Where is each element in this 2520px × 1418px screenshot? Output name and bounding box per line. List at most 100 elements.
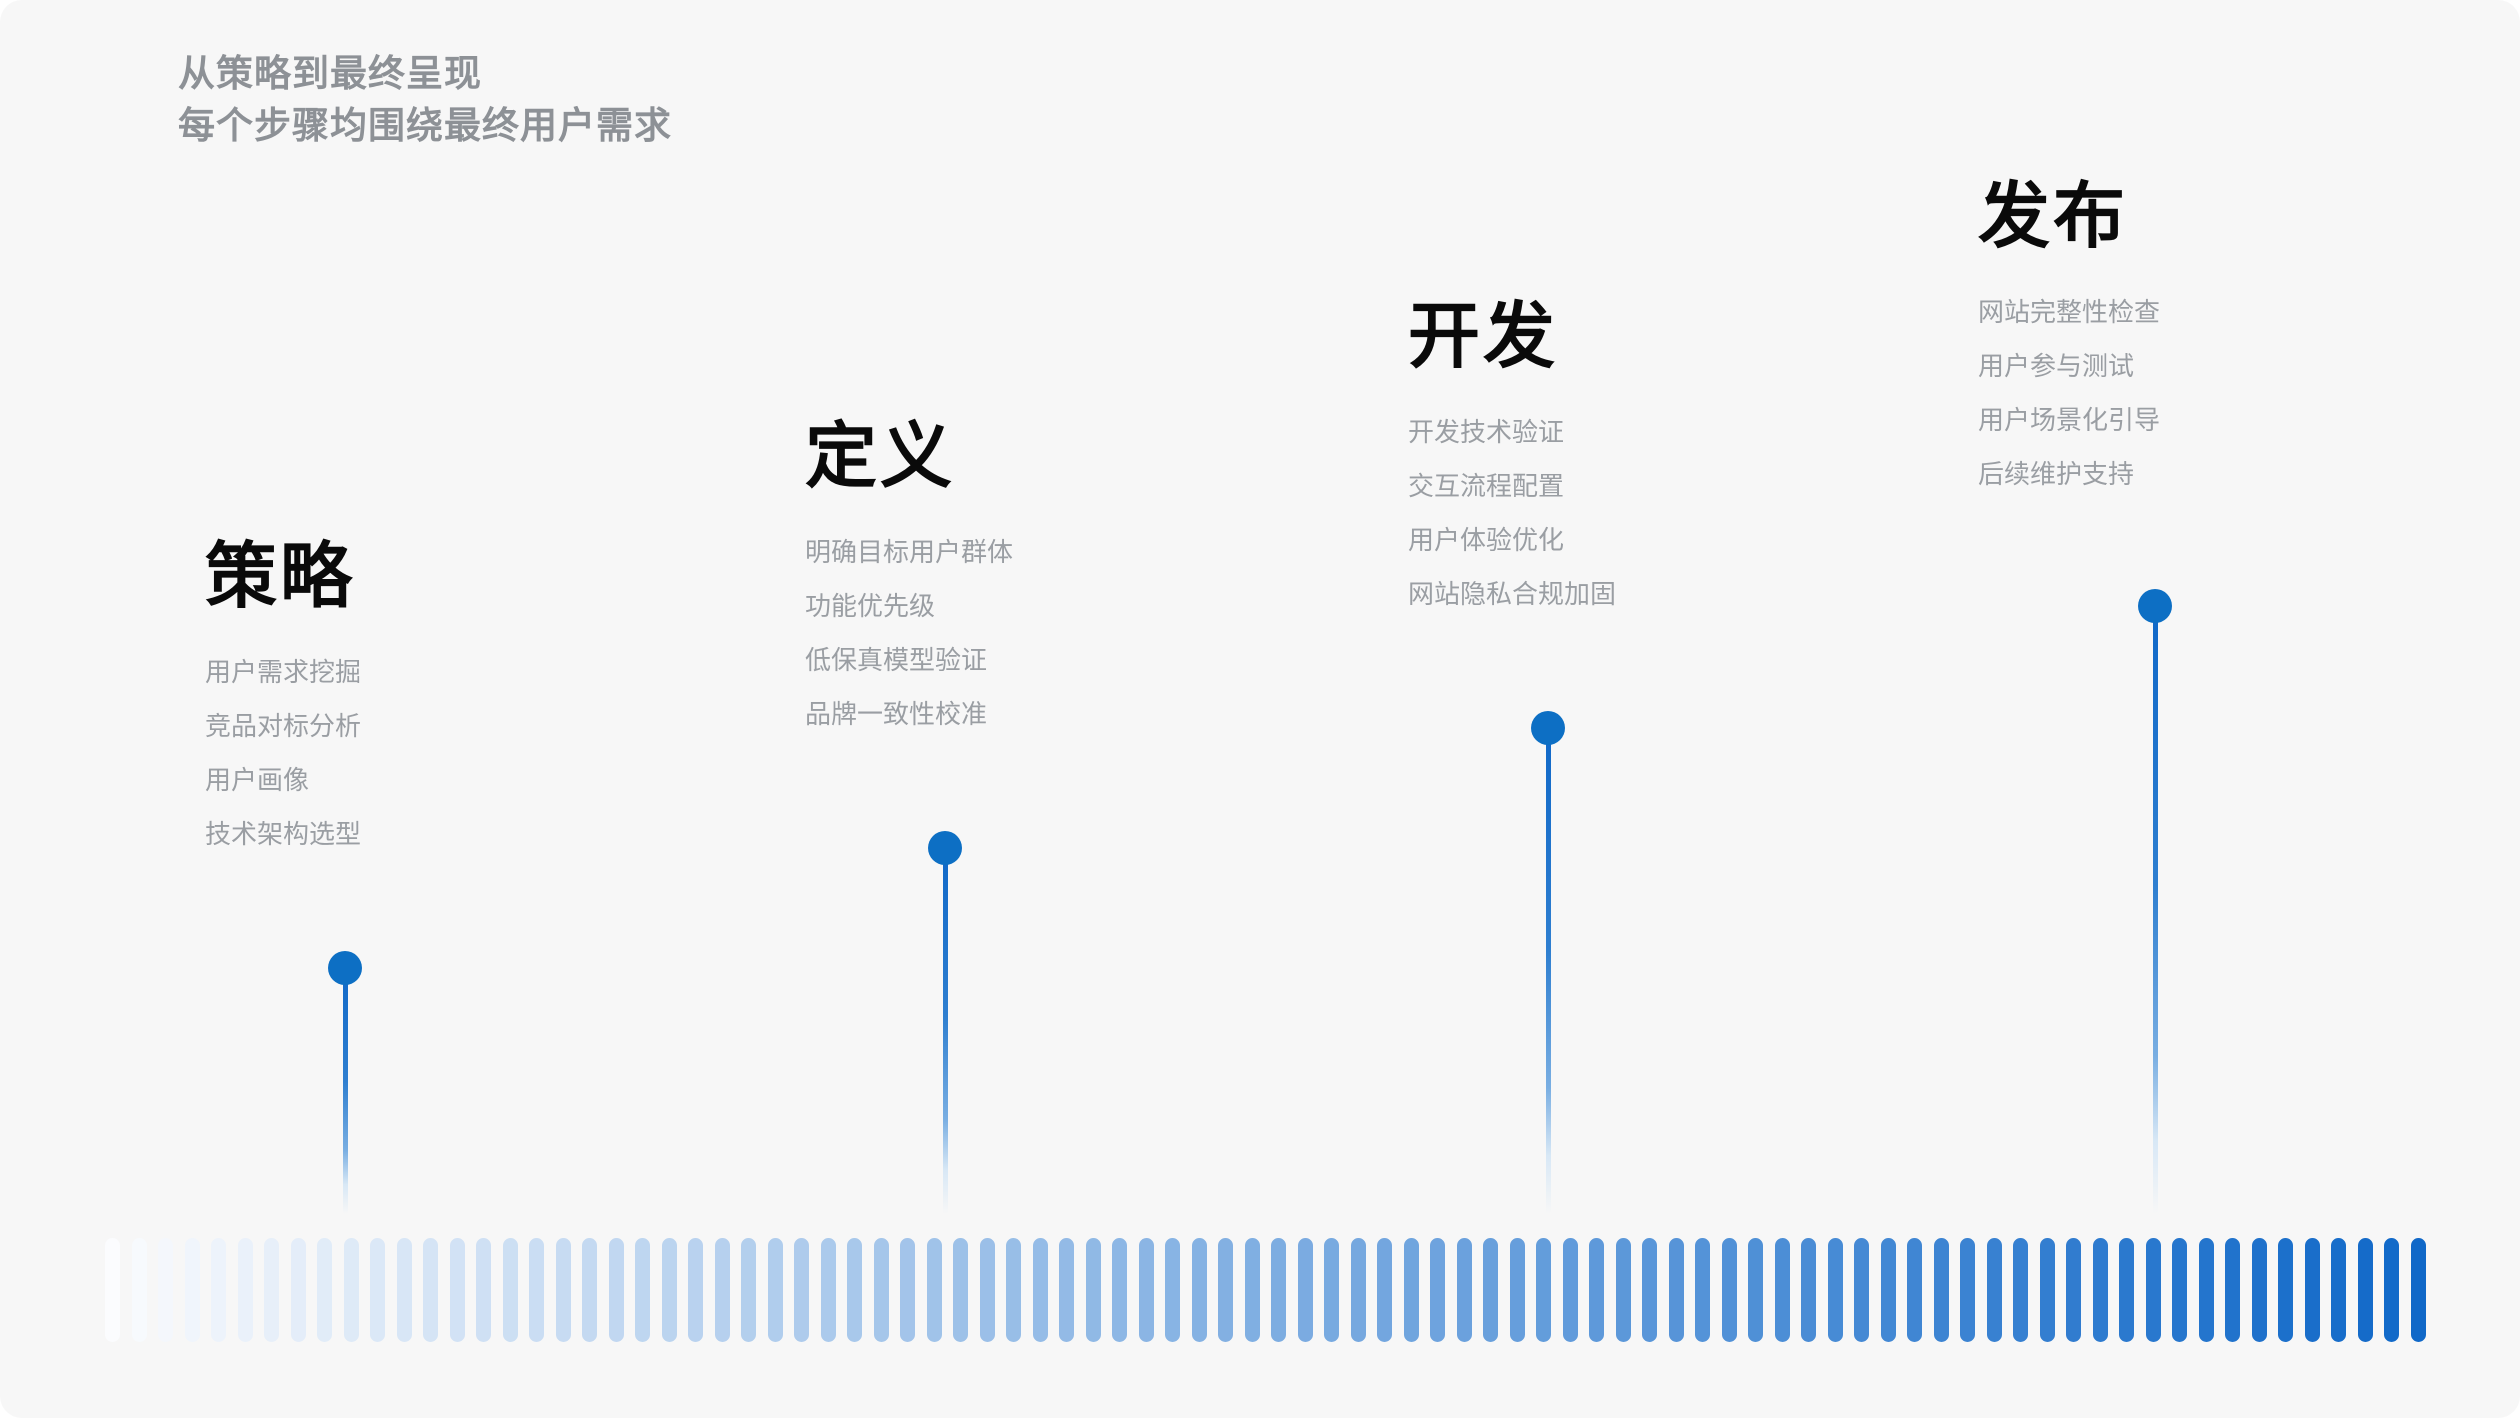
gradient-bar xyxy=(211,1238,226,1342)
gradient-bar xyxy=(449,1238,465,1342)
gradient-bar xyxy=(423,1238,438,1342)
gradient-bar xyxy=(2225,1238,2240,1342)
gradient-bar xyxy=(184,1238,200,1342)
header-block: 从策略到最终呈现 每个步骤均围绕最终用户需求 xyxy=(178,48,672,152)
gradient-bar xyxy=(2172,1238,2187,1342)
stage-list-item: 用户场景化引导 xyxy=(1978,405,2161,435)
gradient-bar xyxy=(1589,1238,1604,1342)
gradient-bar xyxy=(688,1238,703,1342)
gradient-bar xyxy=(1350,1238,1366,1342)
stage-marker-dot-develop[interactable] xyxy=(1531,711,1565,745)
gradient-bar xyxy=(370,1238,385,1342)
stage-list-item: 品牌一致性校准 xyxy=(805,699,988,729)
gradient-bar xyxy=(2304,1238,2320,1342)
gradient-bar xyxy=(1112,1238,1127,1342)
gradient-bar xyxy=(1695,1238,1710,1342)
stage-launch: 发布网站完整性检查用户参与测试用户场景化引导后续维护支持 xyxy=(1978,175,2160,501)
gradient-bar xyxy=(635,1238,650,1342)
gradient-bar xyxy=(1562,1238,1578,1342)
gradient-bar xyxy=(1483,1238,1498,1342)
gradient-bar xyxy=(2278,1238,2293,1342)
gradient-bar xyxy=(582,1238,597,1342)
gradient-bar xyxy=(1218,1238,1233,1342)
gradient-bar xyxy=(2039,1238,2055,1342)
gradient-bar xyxy=(1456,1238,1472,1342)
gradient-bar xyxy=(1960,1238,1975,1342)
gradient-bar xyxy=(661,1238,677,1342)
gradient-bar xyxy=(2384,1238,2399,1342)
gradient-bar xyxy=(1085,1238,1101,1342)
stage-develop: 开发开发技术验证交互流程配置用户体验优化网站隐私合规加固 xyxy=(1408,295,1616,621)
gradient-bar xyxy=(529,1238,544,1342)
gradient-bar xyxy=(847,1238,862,1342)
gradient-bar xyxy=(741,1238,756,1342)
gradient-bar xyxy=(1748,1238,1763,1342)
stage-list-item: 开发技术验证 xyxy=(1408,417,1565,447)
stage-marker-dot-launch[interactable] xyxy=(2138,589,2172,623)
gradient-bar xyxy=(264,1238,279,1342)
gradient-bar xyxy=(1244,1238,1260,1342)
gradient-bar xyxy=(1377,1238,1392,1342)
stage-list-item: 竞品对标分析 xyxy=(205,711,362,741)
gradient-bar xyxy=(2145,1238,2161,1342)
gradient-bar xyxy=(1271,1238,1286,1342)
stage-item-list-strategy: 用户需求挖掘竞品对标分析用户画像技术架构选型 xyxy=(205,645,361,861)
gradient-bar xyxy=(2013,1238,2028,1342)
gradient-bar xyxy=(767,1238,783,1342)
gradient-bar xyxy=(317,1238,332,1342)
gradient-bar xyxy=(476,1238,491,1342)
gradient-bar xyxy=(2066,1238,2081,1342)
gradient-bar xyxy=(1059,1238,1074,1342)
gradient-bar xyxy=(131,1238,147,1342)
gradient-bar xyxy=(1006,1238,1021,1342)
gradient-bar xyxy=(2251,1238,2267,1342)
gradient-bar xyxy=(1191,1238,1207,1342)
gradient-bar xyxy=(1827,1238,1843,1342)
stage-item-list-define: 明确目标用户群体功能优先级低保真模型验证品牌一致性校准 xyxy=(805,525,1013,741)
stage-list-item: 明确目标用户群体 xyxy=(805,537,1014,567)
gradient-bar xyxy=(926,1238,942,1342)
stage-list-item: 用户需求挖掘 xyxy=(205,657,362,687)
stage-title-develop: 开发 xyxy=(1408,297,1559,377)
gradient-bar xyxy=(2119,1238,2134,1342)
gradient-bar-field xyxy=(105,1238,2426,1342)
gradient-bar xyxy=(2410,1238,2426,1342)
stage-strategy: 策略用户需求挖掘竞品对标分析用户画像技术架构选型 xyxy=(205,535,361,861)
stage-marker-dot-strategy[interactable] xyxy=(328,951,362,985)
header-line-2: 每个步骤均围绕最终用户需求 xyxy=(178,105,672,146)
gradient-bar xyxy=(1430,1238,1445,1342)
gradient-bar xyxy=(502,1238,518,1342)
gradient-bar xyxy=(396,1238,412,1342)
gradient-bar xyxy=(158,1238,173,1342)
gradient-bar xyxy=(1933,1238,1949,1342)
gradient-bar xyxy=(1138,1238,1154,1342)
gradient-bar xyxy=(290,1238,306,1342)
gradient-bar xyxy=(953,1238,968,1342)
header-line-1: 从策略到最终呈现 xyxy=(178,53,482,94)
gradient-bar xyxy=(1536,1238,1551,1342)
gradient-bar xyxy=(1615,1238,1631,1342)
stage-stem-develop xyxy=(1545,728,1551,1214)
gradient-bar xyxy=(1854,1238,1869,1342)
gradient-bar xyxy=(2357,1238,2373,1342)
stage-list-item: 后续维护支持 xyxy=(1978,459,2135,489)
stage-list-item: 技术架构选型 xyxy=(205,819,362,849)
gradient-bar xyxy=(1880,1238,1896,1342)
stage-list-item: 网站完整性检查 xyxy=(1978,297,2161,327)
gradient-bar xyxy=(1907,1238,1922,1342)
stage-define: 定义明确目标用户群体功能优先级低保真模型验证品牌一致性校准 xyxy=(805,415,1013,741)
stage-stem-define xyxy=(942,848,948,1214)
stage-list-item: 低保真模型验证 xyxy=(805,645,988,675)
stage-title-define: 定义 xyxy=(805,417,956,497)
gradient-bar xyxy=(1986,1238,2002,1342)
gradient-bar xyxy=(979,1238,995,1342)
stage-list-item: 功能优先级 xyxy=(805,591,936,621)
stage-marker-dot-define[interactable] xyxy=(928,831,962,865)
gradient-bar xyxy=(1774,1238,1790,1342)
gradient-bar xyxy=(1165,1238,1180,1342)
gradient-bar xyxy=(900,1238,915,1342)
gradient-bar xyxy=(1509,1238,1525,1342)
stage-title-launch: 发布 xyxy=(1978,177,2129,257)
gradient-bar xyxy=(1403,1238,1419,1342)
